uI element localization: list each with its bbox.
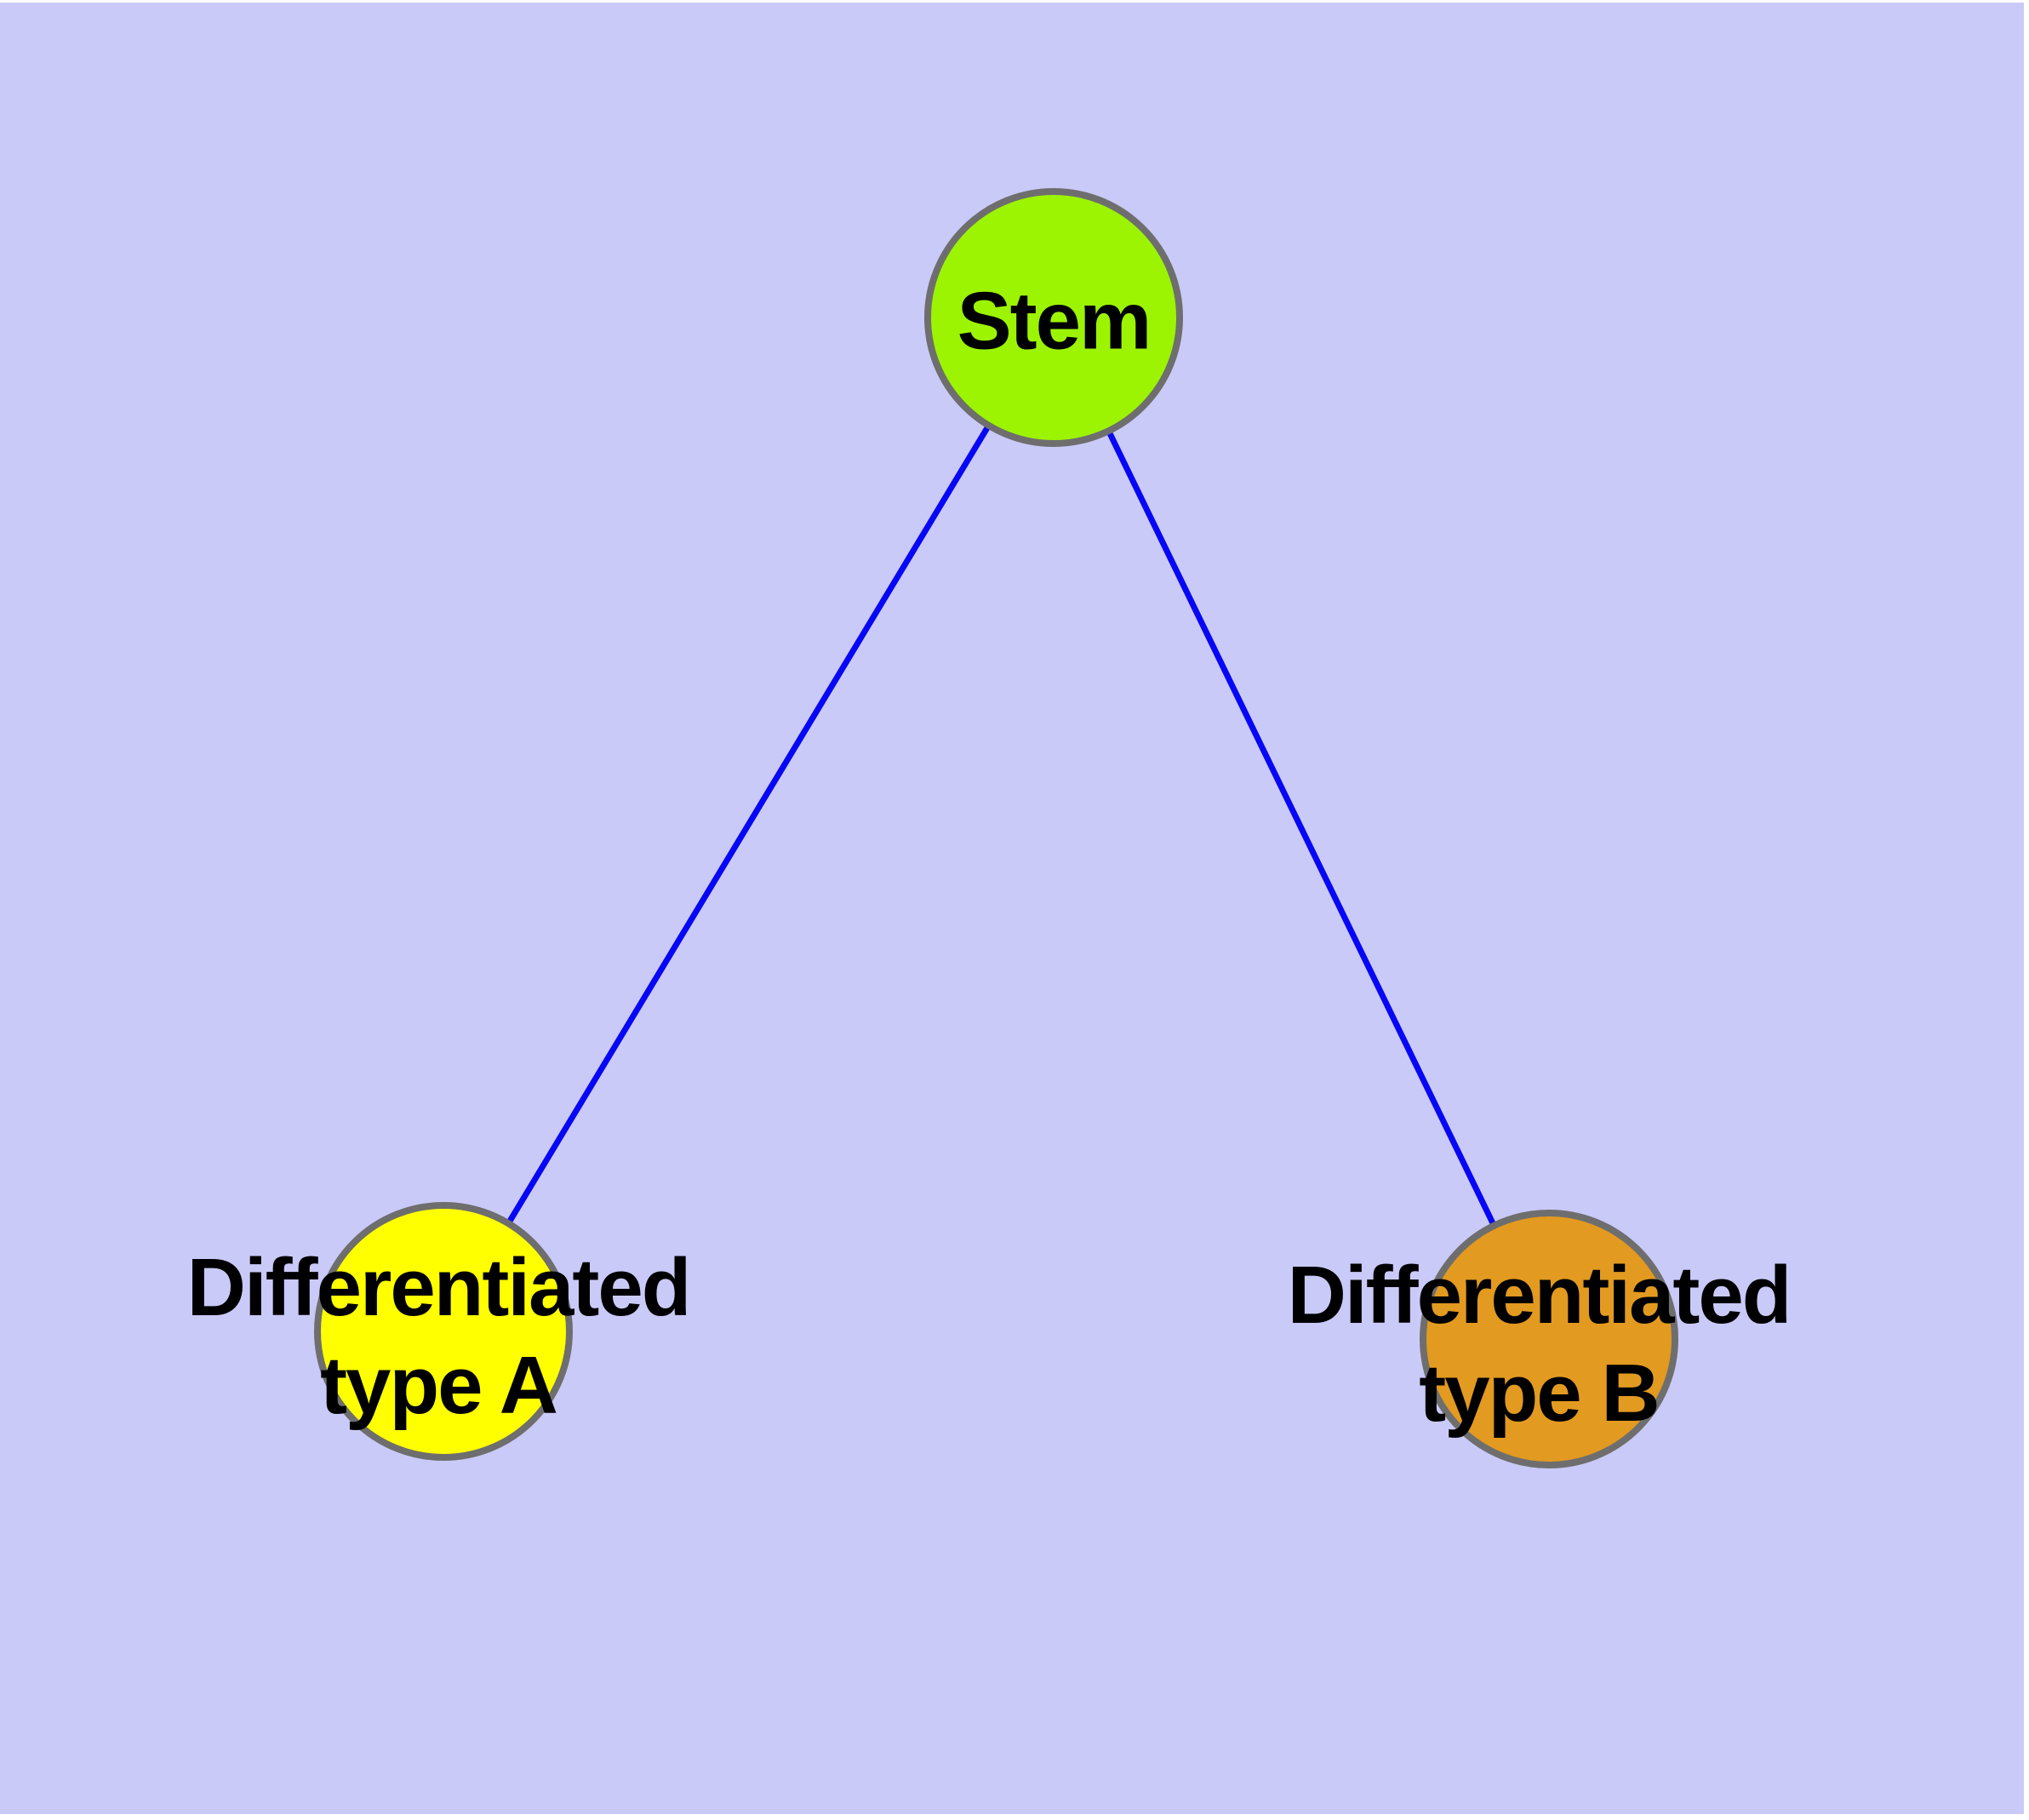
node-stem-circle	[924, 188, 1183, 447]
node-stem-label-text: Stem	[957, 275, 1152, 367]
edge-stem-to-type-a	[441, 316, 1056, 1333]
node-type-a-label-line2: type A	[320, 1340, 558, 1431]
edge-stem-to-type-b	[1050, 316, 1552, 1341]
node-type-a-circle	[314, 1202, 573, 1461]
node-stem-label: Stem	[957, 272, 1152, 370]
node-type-a-label: Differentiated type A	[186, 1239, 692, 1434]
node-type-a-label-line1: Differentiated	[186, 1242, 692, 1333]
node-type-b-label-line1: Differentiated	[1287, 1250, 1792, 1341]
node-type-b-label: Differentiated type B	[1287, 1246, 1792, 1442]
node-type-b-circle	[1420, 1210, 1678, 1468]
node-type-b-label-line2: type B	[1419, 1348, 1660, 1439]
